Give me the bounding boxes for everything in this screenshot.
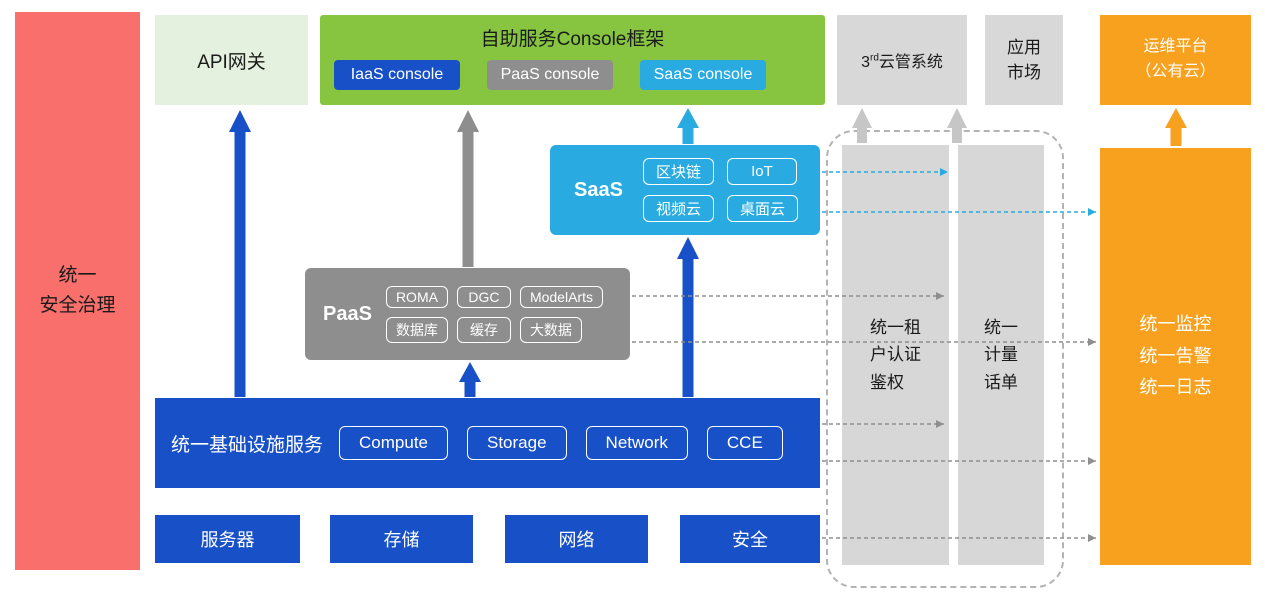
- storage-box: 存储: [330, 515, 473, 563]
- ops-platform-box: 运维平台 （公有云）: [1100, 15, 1251, 105]
- arrow-paas-to-console: [457, 110, 479, 267]
- arrow-monitor-to-ops-platform: [1165, 108, 1187, 146]
- unified-security-governance-bar: 统一 安全治理: [15, 12, 140, 570]
- desktop-cloud-chip: 桌面云: [726, 195, 798, 222]
- paas-box: PaaS ROMA DGC ModelArts 数据库 缓存 大数据: [305, 268, 630, 360]
- unified-infrastructure-title: 统一基础设施服务: [171, 434, 324, 456]
- shared-services-dashed-group: [826, 130, 1064, 588]
- api-gateway-box: API网关: [155, 15, 308, 105]
- modelarts-chip: ModelArts: [519, 285, 603, 308]
- third-party-cloud-mgmt-box: 3rd云管系统: [837, 15, 967, 105]
- console-chip-row: IaaS console PaaS console SaaS console: [320, 60, 825, 90]
- bigdata-chip: 大数据: [519, 316, 582, 343]
- arrow-saas-to-console: [677, 108, 699, 144]
- saas-chip-grid: 区块链 IoT 视频云 桌面云: [642, 158, 798, 222]
- compute-chip: Compute: [339, 426, 448, 460]
- database-chip: 数据库: [385, 316, 448, 343]
- cce-chip: CCE: [706, 426, 783, 460]
- arrow-infra-to-api-gateway: [229, 110, 251, 397]
- infra-chip-row: Compute Storage Network CCE: [339, 426, 783, 460]
- paas-chip-grid: ROMA DGC ModelArts 数据库 缓存 大数据: [385, 285, 603, 343]
- iot-chip: IoT: [726, 158, 797, 185]
- unified-infrastructure-box: 统一基础设施服务 Compute Storage Network CCE: [155, 398, 820, 488]
- arrow-infra-to-paas: [459, 362, 481, 397]
- network-chip: Network: [585, 426, 688, 460]
- blockchain-chip: 区块链: [642, 158, 714, 185]
- network-box: 网络: [505, 515, 648, 563]
- app-market-box: 应用 市场: [985, 15, 1063, 105]
- monitoring-alerting-logging-bar: 统一监控 统一告警 统一日志: [1100, 148, 1251, 565]
- paas-console-chip: PaaS console: [487, 60, 613, 90]
- metering-billing-bar: 统一 计量 话单: [958, 145, 1044, 565]
- saas-box: SaaS 区块链 IoT 视频云 桌面云: [550, 145, 820, 235]
- security-box: 安全: [680, 515, 820, 563]
- saas-console-chip: SaaS console: [640, 60, 766, 90]
- storage-chip: Storage: [467, 426, 567, 460]
- arrow-infra-to-saas: [677, 237, 699, 397]
- console-framework-box: 自助服务Console框架 IaaS console PaaS console …: [320, 15, 825, 105]
- server-box: 服务器: [155, 515, 300, 563]
- saas-title: SaaS: [574, 178, 623, 201]
- dgc-chip: DGC: [456, 285, 511, 308]
- console-framework-title: 自助服务Console框架: [480, 29, 665, 50]
- cache-chip: 缓存: [456, 316, 511, 343]
- paas-title: PaaS: [323, 302, 372, 325]
- iaas-console-chip: IaaS console: [334, 60, 460, 90]
- roma-chip: ROMA: [385, 285, 448, 308]
- video-cloud-chip: 视频云: [642, 195, 714, 222]
- third-party-cloud-mgmt-label: 3rd云管系统: [861, 52, 943, 71]
- tenant-auth-bar: 统一租 户认证 鉴权: [842, 145, 949, 565]
